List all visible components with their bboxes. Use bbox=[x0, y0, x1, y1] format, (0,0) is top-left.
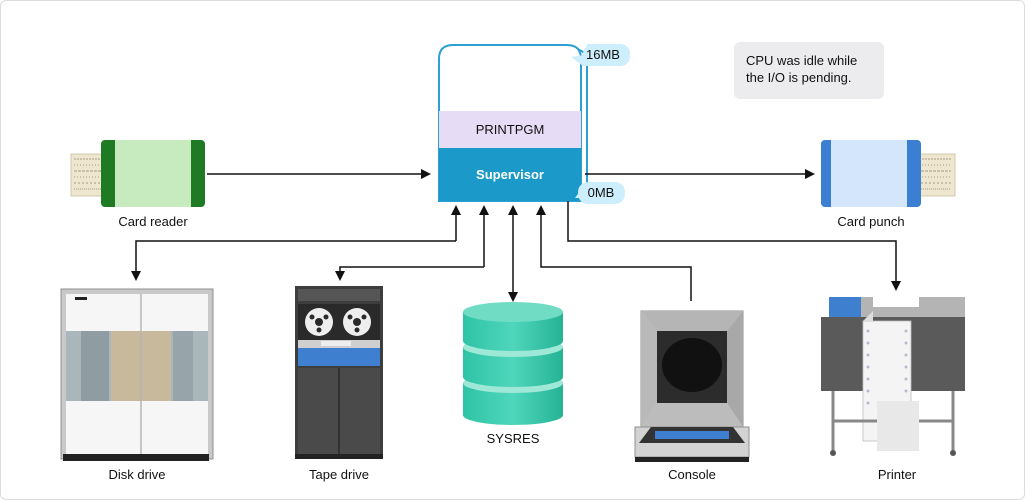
connections bbox=[131, 169, 901, 302]
supervisor-region bbox=[439, 148, 581, 201]
console-icon bbox=[634, 310, 750, 462]
printer-label: Printer bbox=[878, 467, 917, 482]
cpu-idle-note: CPU was idle while the I/O is pending. bbox=[734, 42, 884, 99]
card-punch-label: Card punch bbox=[837, 214, 904, 229]
card-reader-label: Card reader bbox=[118, 214, 188, 229]
console-label: Console bbox=[668, 467, 716, 482]
arrow-memory-to-disk bbox=[131, 240, 456, 281]
sysres-label: SYSRES bbox=[487, 431, 540, 446]
printer-icon bbox=[821, 297, 965, 456]
tape-drive-label: Tape drive bbox=[309, 467, 369, 482]
tape-drive-icon bbox=[295, 286, 383, 459]
arrow-console-to-memory bbox=[536, 205, 692, 301]
program-region-label: PRINTPGM bbox=[476, 122, 545, 137]
supervisor-region-label: Supervisor bbox=[476, 167, 544, 182]
program-region bbox=[439, 111, 581, 148]
disk-drive-label: Disk drive bbox=[108, 467, 165, 482]
arrow-memory-to-tape bbox=[335, 266, 484, 281]
arrow-memory-to-printer bbox=[567, 201, 901, 291]
disk-drive-icon bbox=[60, 288, 214, 461]
top-address-marker: 16MB bbox=[571, 44, 630, 66]
card-reader-icon bbox=[70, 140, 205, 207]
sysres-database-icon bbox=[463, 302, 563, 425]
memory-block: PRINTPGM Supervisor 16MB 0MB bbox=[438, 44, 630, 204]
card-punch-icon bbox=[821, 140, 956, 207]
bottom-address-label: 0MB bbox=[588, 185, 615, 200]
top-address-label: 16MB bbox=[586, 47, 620, 62]
bottom-address-marker: 0MB bbox=[575, 182, 625, 204]
